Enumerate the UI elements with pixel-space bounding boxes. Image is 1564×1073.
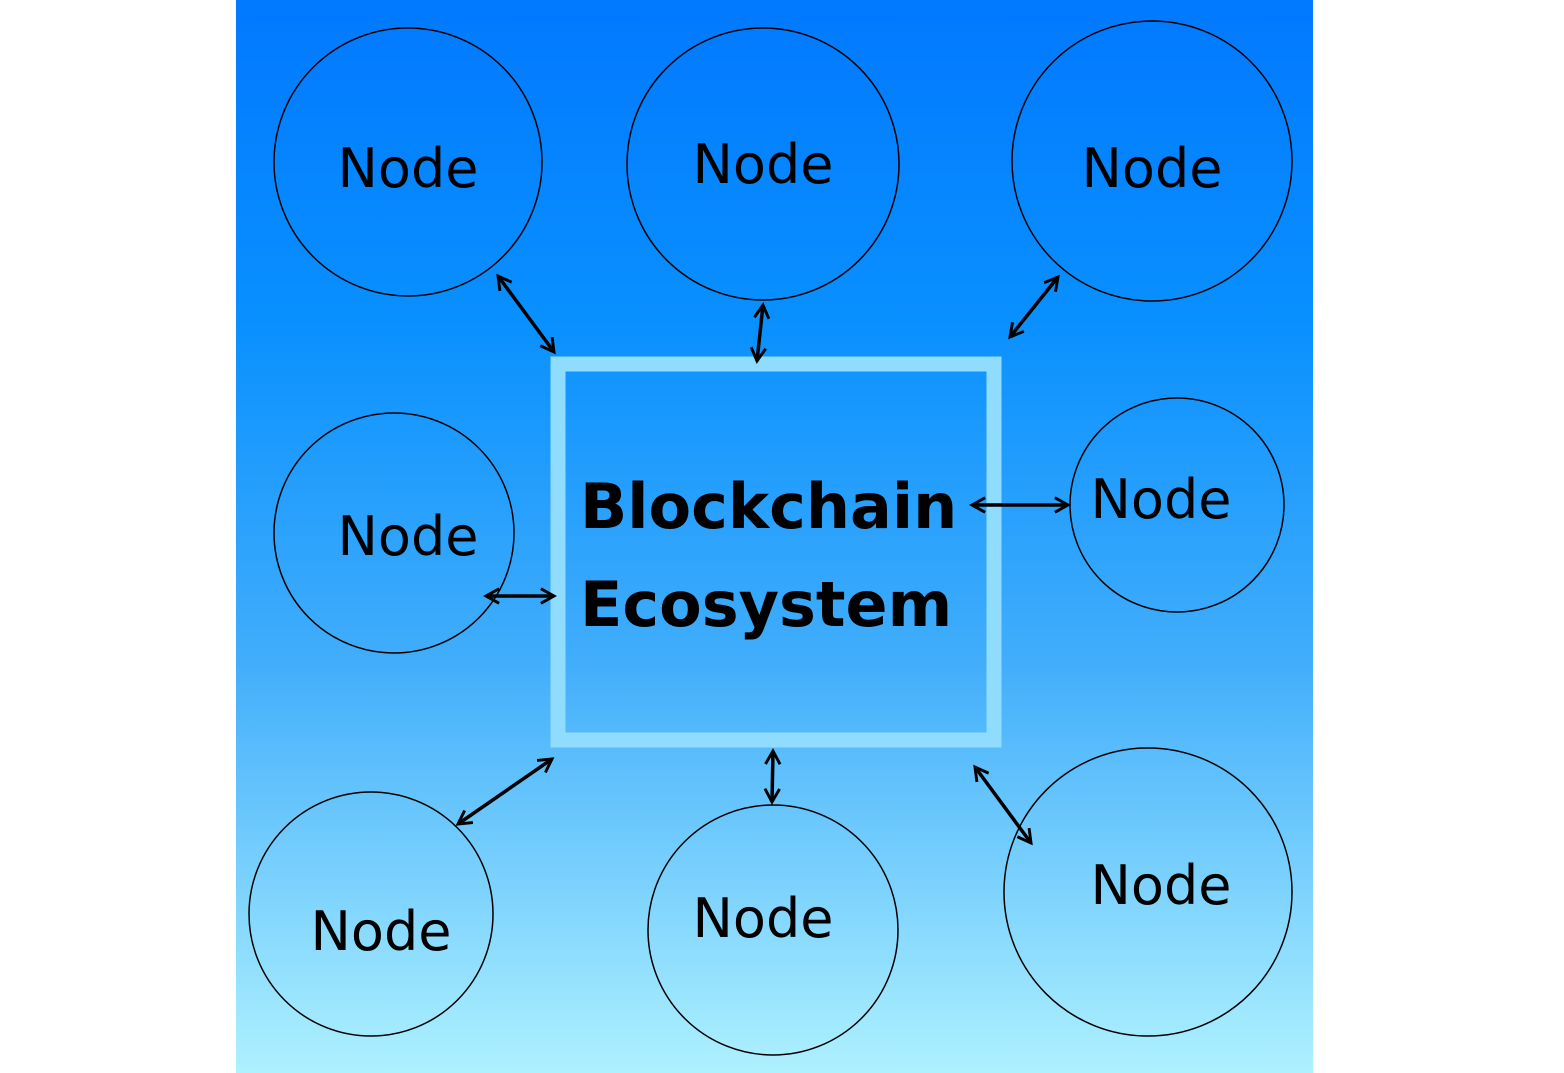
node-top-left: Node <box>273 27 543 297</box>
node-bottom-left: Node <box>248 791 494 1037</box>
link-hub-bottom-right <box>975 767 1031 843</box>
node-middle-left: Node <box>273 412 515 654</box>
node-label: Node <box>693 887 834 950</box>
link-hub-bottom-left <box>458 759 552 824</box>
hub-box: Blockchain Ecosystem <box>550 356 1002 748</box>
hub-title-line-1: Blockchain <box>580 470 957 543</box>
hub-frame <box>550 356 1002 748</box>
link-hub-top-left <box>498 276 554 352</box>
node-circle <box>273 27 543 297</box>
link-hub-top-center <box>757 305 763 361</box>
node-label: Node <box>1091 854 1232 917</box>
node-circle <box>248 791 494 1037</box>
node-label: Node <box>693 133 834 196</box>
node-circle <box>273 412 515 654</box>
node-bottom-right: Node <box>1003 747 1293 1037</box>
node-circle <box>1011 20 1293 302</box>
node-label: Node <box>338 505 479 568</box>
hub-title-line-2: Ecosystem <box>580 568 952 641</box>
link-hub-top-right <box>1010 277 1058 337</box>
node-label: Node <box>338 137 479 200</box>
node-bottom-center: Node <box>647 804 899 1056</box>
blockchain-network-diagram: Blockchain Ecosystem Node Node Node Node… <box>248 20 1293 1056</box>
diagram-canvas: Blockchain Ecosystem Node Node Node Node… <box>236 0 1313 1073</box>
node-circle <box>626 27 900 301</box>
node-top-right: Node <box>1011 20 1293 302</box>
node-circle <box>1003 747 1293 1037</box>
node-top-center: Node <box>626 27 900 301</box>
node-label: Node <box>1082 137 1223 200</box>
link-hub-bottom-center <box>772 751 773 802</box>
node-label: Node <box>1091 468 1232 531</box>
node-label: Node <box>311 900 452 963</box>
node-middle-right: Node <box>1069 397 1285 613</box>
